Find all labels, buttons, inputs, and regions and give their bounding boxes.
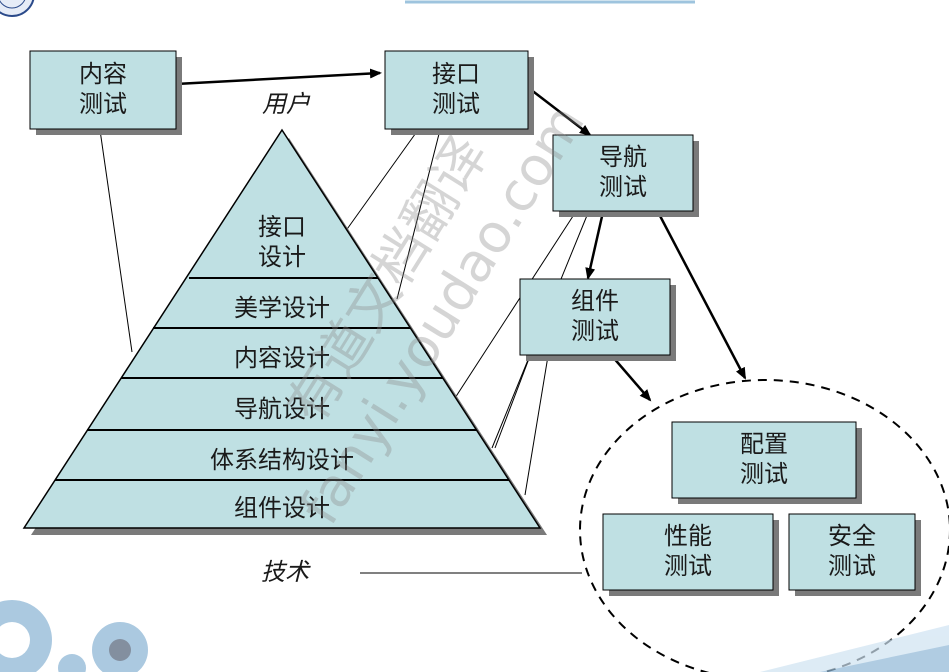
test-group-dashed-ellipse <box>579 379 949 672</box>
building-icon <box>760 625 949 672</box>
arrows <box>175 68 747 402</box>
interface-test-box: 接口 测试 <box>384 50 534 135</box>
layer-interface-design-line1: 接口 <box>258 213 306 241</box>
configuration-test-line2: 测试 <box>740 460 788 488</box>
design-pyramid: 接口 设计 美学设计 内容设计 导航设计 体系结构设计 组件设计 <box>22 128 547 535</box>
security-test-line2: 测试 <box>828 552 876 580</box>
layer-architecture-design: 体系结构设计 <box>210 446 354 474</box>
security-test-line1: 安全 <box>828 522 876 550</box>
layer-interface-design-line2: 设计 <box>258 243 306 271</box>
configuration-test-line1: 配置 <box>740 430 788 458</box>
security-test-box: 安全 测试 <box>788 513 921 596</box>
university-logo-icon <box>0 0 35 17</box>
content-test-line1: 内容 <box>79 60 127 88</box>
component-test-line1: 组件 <box>571 287 619 315</box>
navigation-test-line2: 测试 <box>599 173 647 201</box>
component-test-line2: 测试 <box>571 317 619 345</box>
interface-test-line1: 接口 <box>432 60 480 88</box>
gear-icon <box>0 600 148 672</box>
configuration-test-box: 配置 测试 <box>671 421 862 504</box>
layer-aesthetic-design: 美学设计 <box>234 294 330 322</box>
layer-content-design: 内容设计 <box>234 344 330 372</box>
connector-lines <box>99 129 589 574</box>
performance-test-line1: 性能 <box>664 522 712 550</box>
layer-component-design: 组件设计 <box>234 494 330 522</box>
navigation-test-box: 导航 测试 <box>552 134 699 217</box>
technology-axis-label: 技术 <box>261 558 311 586</box>
layer-navigation-design: 导航设计 <box>234 395 330 423</box>
interface-test-line2: 测试 <box>432 90 480 118</box>
content-test-line2: 测试 <box>79 90 127 118</box>
component-test-box: 组件 测试 <box>519 278 676 361</box>
performance-test-line2: 测试 <box>664 552 712 580</box>
navigation-test-line1: 导航 <box>599 143 647 171</box>
content-test-box: 内容 测试 <box>29 50 182 135</box>
user-axis-label: 用户 <box>262 90 311 118</box>
performance-test-box: 性能 测试 <box>602 513 779 596</box>
